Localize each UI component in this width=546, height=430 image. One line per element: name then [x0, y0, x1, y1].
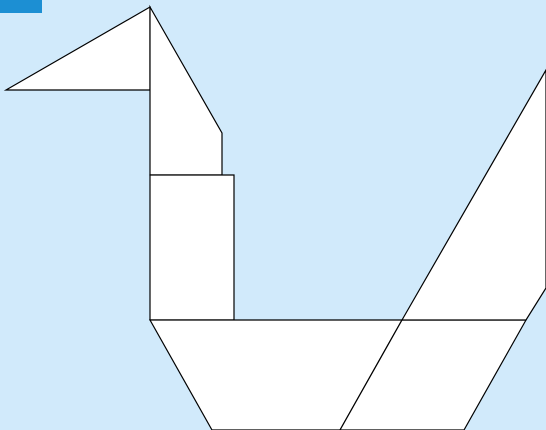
square-piece: [150, 175, 234, 320]
tail-wing-piece: [402, 70, 546, 320]
head-triangle-piece: [6, 7, 150, 90]
neck-parallelogram-piece: [150, 7, 222, 175]
